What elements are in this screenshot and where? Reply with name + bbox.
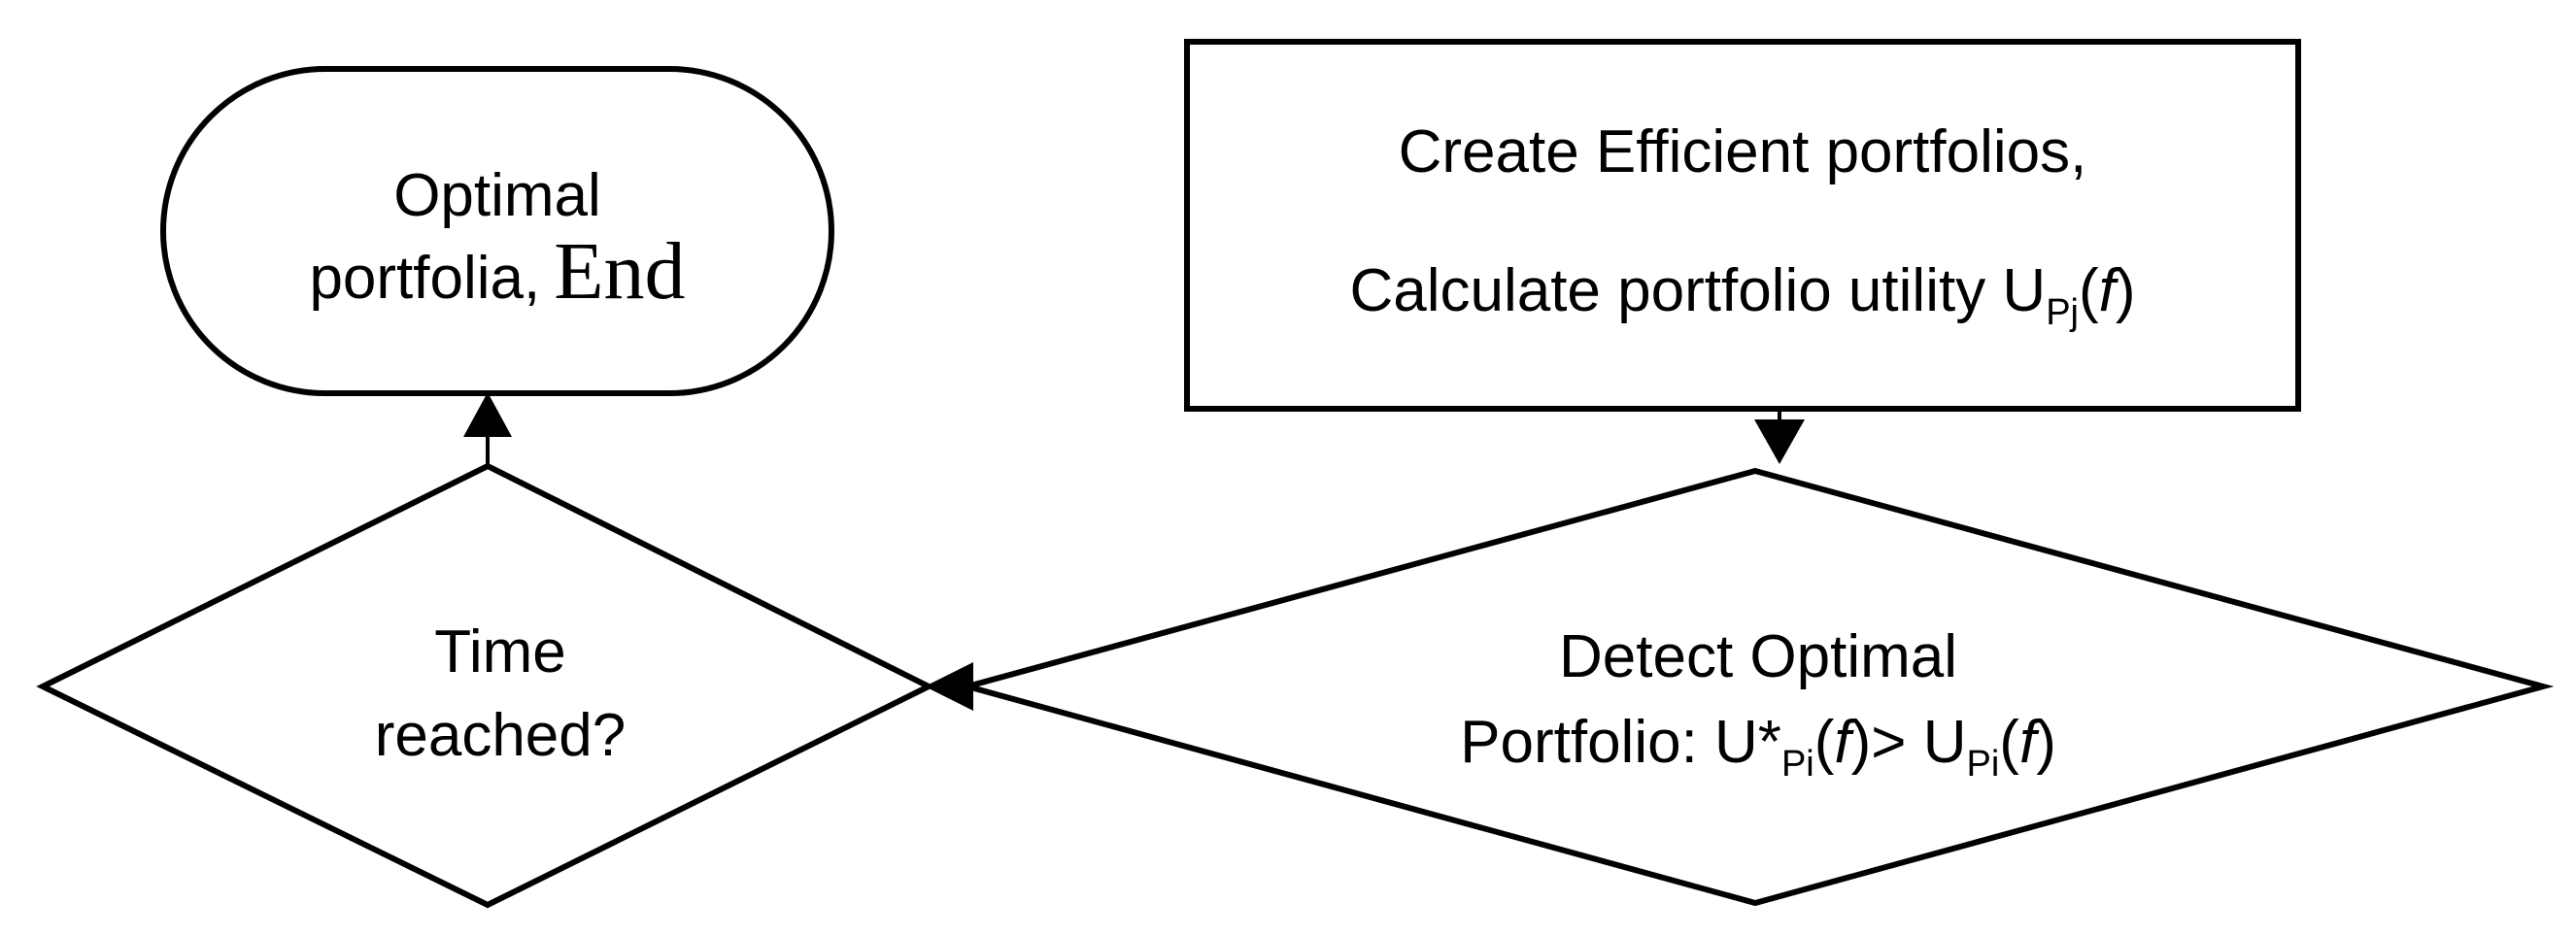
process-utility-subscript: Pj [2046,292,2079,333]
arrowhead-time-to-terminal [463,392,512,437]
detect-label-line1: Detect Optimal [1559,623,1957,690]
detect-paren-open-2: ( [1999,709,2019,776]
process-label-line1: Create Efficient portfolios, [1399,118,2087,185]
terminal-label-end: End [554,226,685,317]
detect-condition-text: Portfolio: U* [1460,709,1781,776]
terminal-label-portfolia: portfolia, [309,245,540,312]
time-label-line1: Time [434,618,565,685]
detect-comparison: )> U [1851,709,1967,776]
process-paren-close: ) [2116,257,2136,324]
detect-paren-open-1: ( [1814,709,1835,776]
terminal-node-shape [160,66,834,396]
terminal-label-line2: portfolia,End [309,226,685,317]
detect-decision-shape [956,467,2555,907]
process-label-line2: Calculate portfolio utility UPj(f) [1349,257,2135,333]
process-paren-open: ( [2079,257,2099,324]
detect-label-line2: Portfolio: U*Pi(f)> UPi(f) [1460,709,2056,785]
terminal-label-line1: Optimal [393,162,601,229]
process-node-shape [1184,39,2301,412]
arrowhead-detect-to-time [925,662,973,711]
arrowhead-process-to-detect [1754,419,1805,464]
detect-paren-close-2: ) [2036,709,2056,776]
detect-subscript-1: Pi [1781,744,1814,785]
detect-subscript-2: Pi [1967,744,2000,785]
process-utility-text: Calculate portfolio utility U [1349,257,2046,324]
time-decision-shape [36,462,935,909]
time-label-line2: reached? [375,702,627,769]
